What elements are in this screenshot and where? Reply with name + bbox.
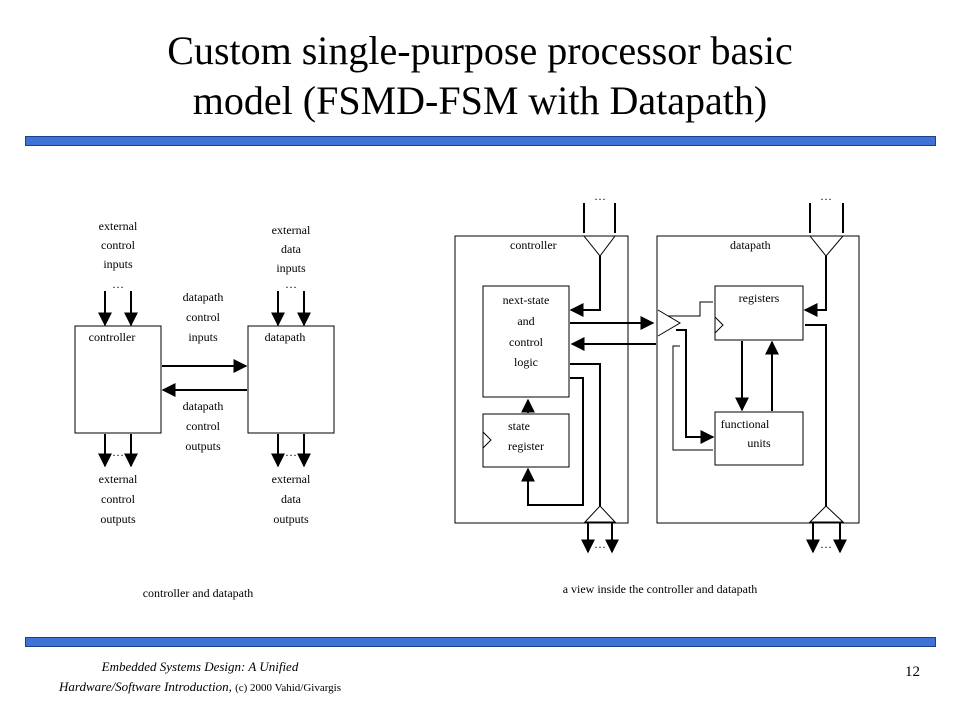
slide-title: Custom single-purpose processor basic mo…	[0, 26, 960, 126]
left-diagram: controller datapath external control inp…	[74, 219, 335, 600]
right-controller-label: controller	[510, 238, 557, 252]
registers-clock-icon	[714, 316, 724, 334]
right-datapath-label: datapath	[730, 238, 771, 252]
left-datapath-box	[247, 325, 335, 434]
state-register-line2: register	[508, 439, 544, 453]
controller-inputs-ellipsis: …	[594, 189, 606, 203]
ext-data-inputs-ellipsis: …	[285, 277, 297, 291]
ext-control-inputs-line1: external	[99, 219, 138, 233]
dp-control-outputs-line1: datapath	[183, 399, 224, 413]
ext-data-outputs-line3: outputs	[273, 512, 309, 526]
datapath-input-mux	[808, 235, 845, 257]
next-state-logic-line4: logic	[514, 355, 538, 369]
controller-input-arrow	[569, 256, 601, 317]
ext-data-inputs-line1: external	[272, 223, 311, 237]
ext-data-inputs-line3: inputs	[276, 261, 306, 275]
left-controller-box	[74, 325, 162, 434]
state-register-box	[482, 413, 570, 468]
ext-data-outputs-line1: external	[272, 472, 311, 486]
footer-citation: Embedded Systems Design: A Unified Hardw…	[0, 657, 400, 698]
ext-data-outputs-line2: data	[281, 492, 302, 506]
next-state-logic-line2: and	[517, 314, 534, 328]
control-to-functional-units-arrow	[676, 329, 715, 444]
controller-output-splitter	[583, 505, 617, 523]
state-register-line1: state	[508, 419, 530, 433]
datapath-output-wire	[805, 324, 827, 506]
functional-units-box	[714, 411, 804, 466]
title-line-2: model (FSMD-FSM with Datapath)	[192, 78, 768, 123]
dp-control-inputs-line2: control	[186, 310, 221, 324]
right-diagram-caption: a view inside the controller and datapat…	[563, 582, 758, 596]
registers-box	[714, 285, 804, 341]
top-divider-bar	[25, 136, 936, 146]
ext-data-outputs-ellipsis: …	[285, 445, 297, 459]
datapath-control-splitter	[657, 309, 681, 337]
dp-control-outputs-line2: control	[186, 419, 221, 433]
datapath-output-splitter	[808, 505, 845, 523]
ext-control-outputs-line3: outputs	[100, 512, 136, 526]
left-datapath-label: datapath	[265, 330, 306, 344]
datapath-inputs-ellipsis: …	[820, 189, 832, 203]
footer-copyright: (c) 2000 Vahid/Givargis	[235, 682, 342, 694]
next-state-to-state-register-arrow	[521, 377, 584, 506]
footer-book-line2: Hardware/Software Introduction,	[58, 679, 232, 694]
ext-control-inputs-line2: control	[101, 238, 136, 252]
ext-control-outputs-line1: external	[99, 472, 138, 486]
state-register-clock-icon	[482, 431, 492, 449]
right-datapath-box	[656, 235, 860, 524]
dp-control-inputs-line3: inputs	[188, 330, 218, 344]
ext-control-inputs-line3: inputs	[103, 257, 133, 271]
controller-output-wire	[570, 363, 601, 506]
title-line-1: Custom single-purpose processor basic	[167, 28, 793, 73]
controller-outputs-ellipsis: …	[594, 537, 606, 551]
next-state-logic-box	[482, 285, 570, 398]
page-number: 12	[905, 664, 920, 680]
status-from-functional-units-wire	[672, 345, 713, 451]
registers-label: registers	[739, 291, 780, 305]
ext-control-outputs-ellipsis: …	[112, 445, 124, 459]
ext-control-outputs-line2: control	[101, 492, 136, 506]
bottom-divider-bar	[25, 637, 936, 647]
controller-input-mux	[582, 235, 616, 257]
left-diagram-caption: controller and datapath	[143, 586, 254, 600]
functional-units-line1: functional	[721, 417, 770, 431]
ext-data-inputs-line2: data	[281, 242, 302, 256]
next-state-logic-line3: control	[509, 335, 544, 349]
datapath-outputs-ellipsis: …	[820, 537, 832, 551]
ext-control-inputs-ellipsis: …	[112, 277, 124, 291]
dp-control-inputs-line1: datapath	[183, 290, 224, 304]
functional-units-line2: units	[747, 436, 771, 450]
left-controller-label: controller	[89, 330, 136, 344]
control-to-registers-wire	[668, 301, 713, 317]
datapath-input-arrow	[803, 256, 827, 317]
footer-book-line1: Embedded Systems Design: A Unified	[101, 659, 299, 674]
next-state-logic-line1: next-state	[503, 293, 550, 307]
dp-control-outputs-line3: outputs	[185, 439, 221, 453]
right-diagram: controller datapath next-state and contr…	[454, 189, 860, 596]
